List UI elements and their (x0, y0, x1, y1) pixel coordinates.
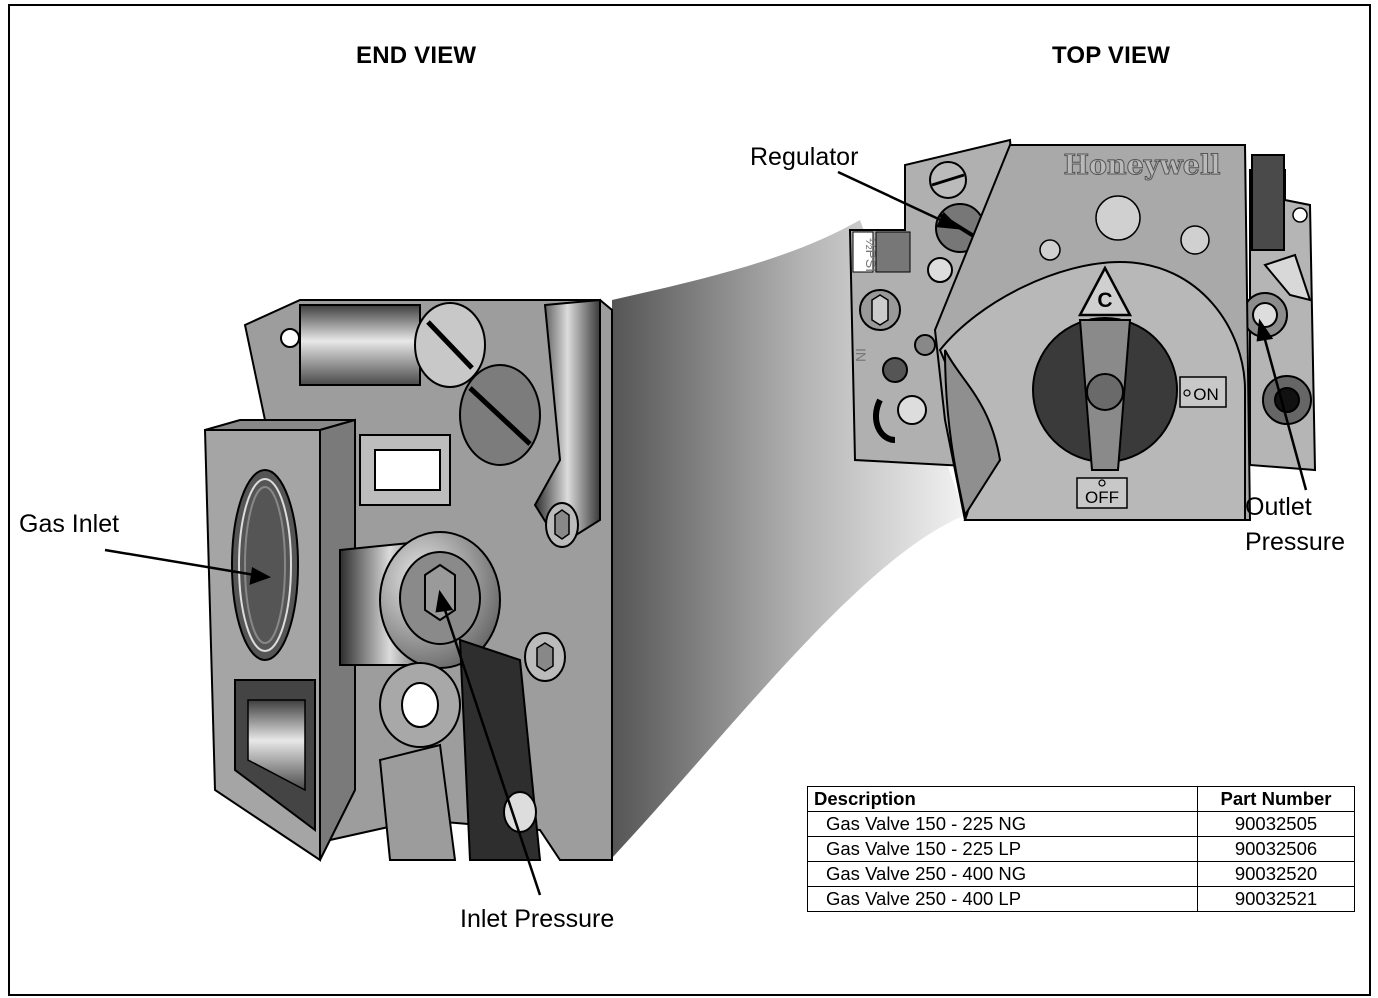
outlet-pressure-line2: Pressure (1245, 528, 1346, 556)
outlet-pressure-line1: Outlet (1245, 493, 1312, 521)
end-view-heading: END VIEW (356, 42, 477, 69)
top-view-heading: TOP VIEW (1052, 42, 1171, 69)
row-part-number: 90032520 (1197, 861, 1355, 887)
gas-inlet-arrowhead (249, 567, 272, 585)
outlet-pressure-arrowhead (1256, 318, 1274, 342)
description-header: Description (807, 786, 1198, 812)
top-view-valve (848, 138, 1317, 521)
parts-table-header: Description Part Number (807, 786, 1355, 812)
table-row: Gas Valve 150 - 225 NG 90032505 (807, 811, 1355, 837)
inlet-pressure-callout: Inlet Pressure (460, 905, 615, 933)
outlet-pressure-callout: Outlet Pressure (1245, 490, 1345, 560)
regulator-callout: Regulator (750, 143, 859, 171)
part-number-header: Part Number (1197, 786, 1355, 812)
regulator-arrowhead (936, 211, 962, 230)
row-part-number: 90032505 (1197, 811, 1355, 837)
side-label-psi: ½PSI (863, 238, 879, 272)
row-description: Gas Valve 250 - 400 NG (807, 861, 1198, 887)
row-part-number: 90032506 (1197, 836, 1355, 862)
end-view-valve (203, 298, 613, 862)
row-description: Gas Valve 150 - 225 NG (807, 811, 1198, 837)
table-row: Gas Valve 250 - 400 NG 90032520 (807, 861, 1355, 887)
leader-lines (104, 170, 1308, 896)
row-description: Gas Valve 250 - 400 LP (807, 886, 1198, 912)
row-description: Gas Valve 150 - 225 LP (807, 836, 1198, 862)
warning-symbol-letter: C (1097, 289, 1112, 312)
side-label-in: IN (853, 348, 869, 362)
knob-on-label: ON (1193, 385, 1219, 404)
parts-table: Description Part Number Gas Valve 150 - … (807, 786, 1355, 912)
inlet-pressure-arrowhead (435, 589, 454, 613)
table-row: Gas Valve 150 - 225 LP 90032506 (807, 836, 1355, 862)
brand-marking: Honeywell (1064, 150, 1221, 181)
row-part-number: 90032521 (1197, 886, 1355, 912)
gas-inlet-callout: Gas Inlet (19, 510, 120, 538)
knob-off-label: OFF (1085, 488, 1119, 507)
table-row: Gas Valve 250 - 400 LP 90032521 (807, 886, 1355, 912)
figure-frame (8, 4, 1371, 996)
